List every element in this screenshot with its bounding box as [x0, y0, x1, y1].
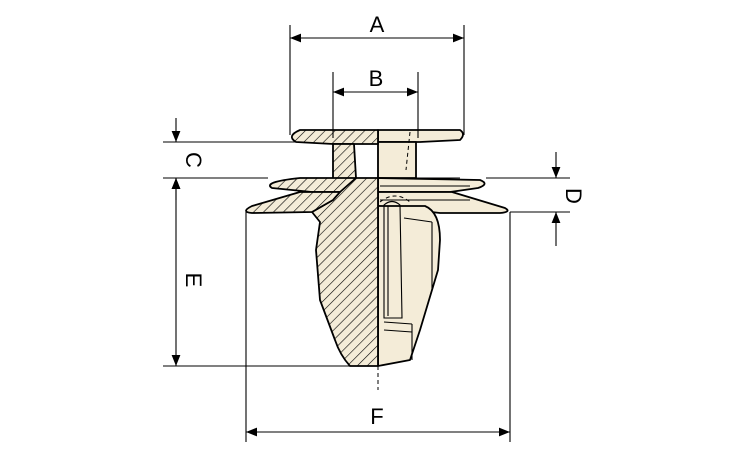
clip-left-half-section: [245, 129, 379, 367]
dimension-label-d: D: [561, 188, 586, 204]
dimension-lines: [171, 33, 561, 437]
dimension-label-f: F: [370, 404, 383, 429]
dimension-label-b: B: [369, 66, 384, 91]
clip-inner-details: [377, 130, 470, 390]
dimension-labels: A B C D E F: [181, 12, 586, 429]
dimension-label-c: C: [181, 152, 206, 168]
dimension-label-e: E: [181, 273, 206, 288]
dimension-label-a: A: [370, 12, 385, 37]
extension-lines: [163, 25, 570, 442]
